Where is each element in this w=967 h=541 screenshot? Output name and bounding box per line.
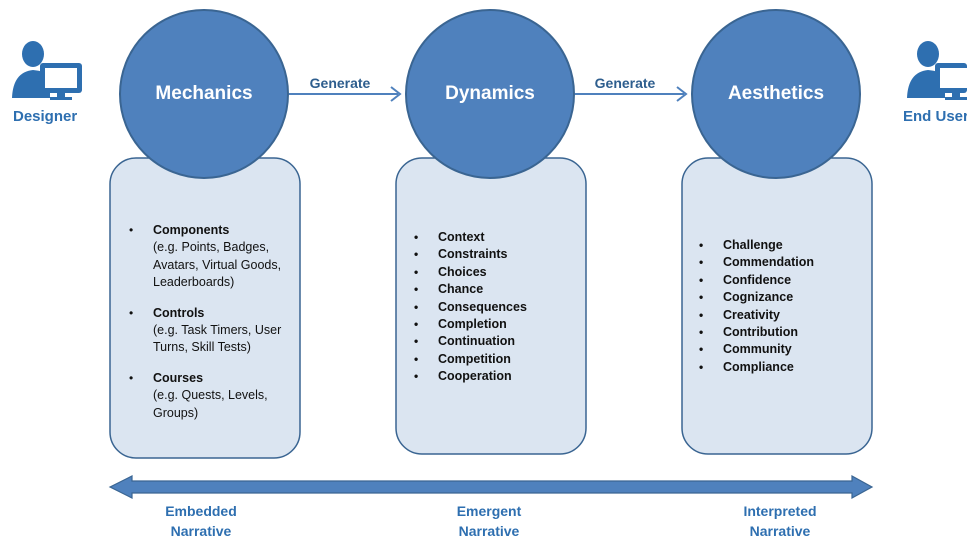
controls-note: (e.g. Task Timers, User Turns, Skill Tes… [153,323,282,355]
list-item: Challenge [695,237,865,255]
list-item: Confidence [695,272,865,290]
generate-arrow-1 [289,86,402,102]
list-item: Components (e.g. Points, Badges, Avatars… [125,222,290,292]
component-title: Components [153,223,230,237]
generate-arrow-2 [575,86,688,102]
list-item: Consequences [410,299,580,317]
dynamics-list: Context Constraints Choices Chance Conse… [410,229,580,386]
list-item: Community [695,341,865,359]
designer-icon [12,41,82,100]
end-user-icon [907,41,967,100]
embedded-narrative-label: Embedded Narrative [131,501,271,541]
list-item: Choices [410,264,580,282]
narrative-double-arrow [108,474,874,500]
generate-label-2: Generate [594,75,656,91]
end-user-label: End User [903,108,967,125]
list-item: Courses (e.g. Quests, Levels, Groups) [125,370,290,422]
courses-title: Courses [153,370,204,385]
list-item: Contribution [695,324,865,342]
generate-label-1: Generate [309,75,371,91]
courses-note: (e.g. Quests, Levels, Groups) [153,388,268,420]
list-item: Cooperation [410,368,580,386]
list-item: Competition [410,351,580,369]
list-item: Commendation [695,254,865,272]
aesthetics-list: Challenge Commendation Confidence Cogniz… [695,237,865,377]
emergent-narrative-label: Emergent Narrative [419,501,559,541]
mechanics-title: Mechanics [155,83,253,104]
interpreted-narrative-line1: Interpreted [743,503,817,519]
list-item: Creativity [695,307,865,325]
component-note: (e.g. Points, Badges, Avatars, Virtual G… [153,240,282,290]
list-item: Context [410,229,580,247]
mechanics-list: Components (e.g. Points, Badges, Avatars… [125,222,290,422]
controls-title: Controls [153,305,205,320]
aesthetics-circle [691,9,861,179]
embedded-narrative-line1: Embedded [165,503,237,519]
interpreted-narrative-label: Interpreted Narrative [710,501,850,541]
list-item: Cognizance [695,289,865,307]
embedded-narrative-line2: Narrative [170,523,232,539]
list-item: Constraints [410,246,580,264]
list-item: Chance [410,281,580,299]
aesthetics-title: Aesthetics [727,83,825,104]
interpreted-narrative-line2: Narrative [749,523,811,539]
designer-label: Designer [13,108,78,125]
mechanics-circle [119,9,289,179]
dynamics-title: Dynamics [445,83,535,104]
list-item: Continuation [410,333,580,351]
list-item: Completion [410,316,580,334]
list-item: Controls (e.g. Task Timers, User Turns, … [125,305,290,357]
list-item: Compliance [695,359,865,377]
emergent-narrative-line1: Emergent [456,503,522,519]
dynamics-circle [405,9,575,179]
emergent-narrative-line2: Narrative [458,523,520,539]
